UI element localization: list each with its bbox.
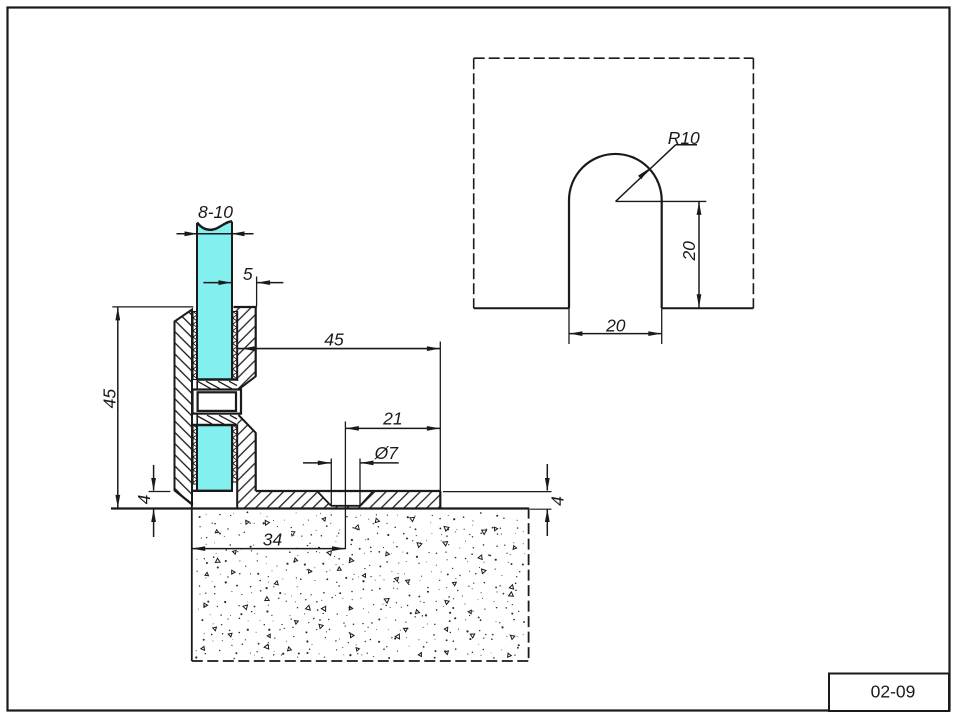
svg-text:34: 34: [263, 529, 283, 549]
svg-text:45: 45: [324, 330, 344, 350]
svg-text:4: 4: [548, 496, 568, 506]
svg-text:R10: R10: [668, 128, 700, 148]
svg-text:20: 20: [605, 315, 626, 335]
svg-text:20: 20: [679, 241, 699, 262]
svg-text:5: 5: [243, 264, 253, 284]
svg-text:02-09: 02-09: [871, 682, 916, 702]
svg-text:45: 45: [100, 389, 120, 409]
svg-text:4: 4: [134, 494, 154, 504]
svg-text:8-10: 8-10: [198, 202, 233, 222]
svg-text:21: 21: [382, 409, 402, 429]
svg-text:Ø7: Ø7: [374, 443, 400, 463]
